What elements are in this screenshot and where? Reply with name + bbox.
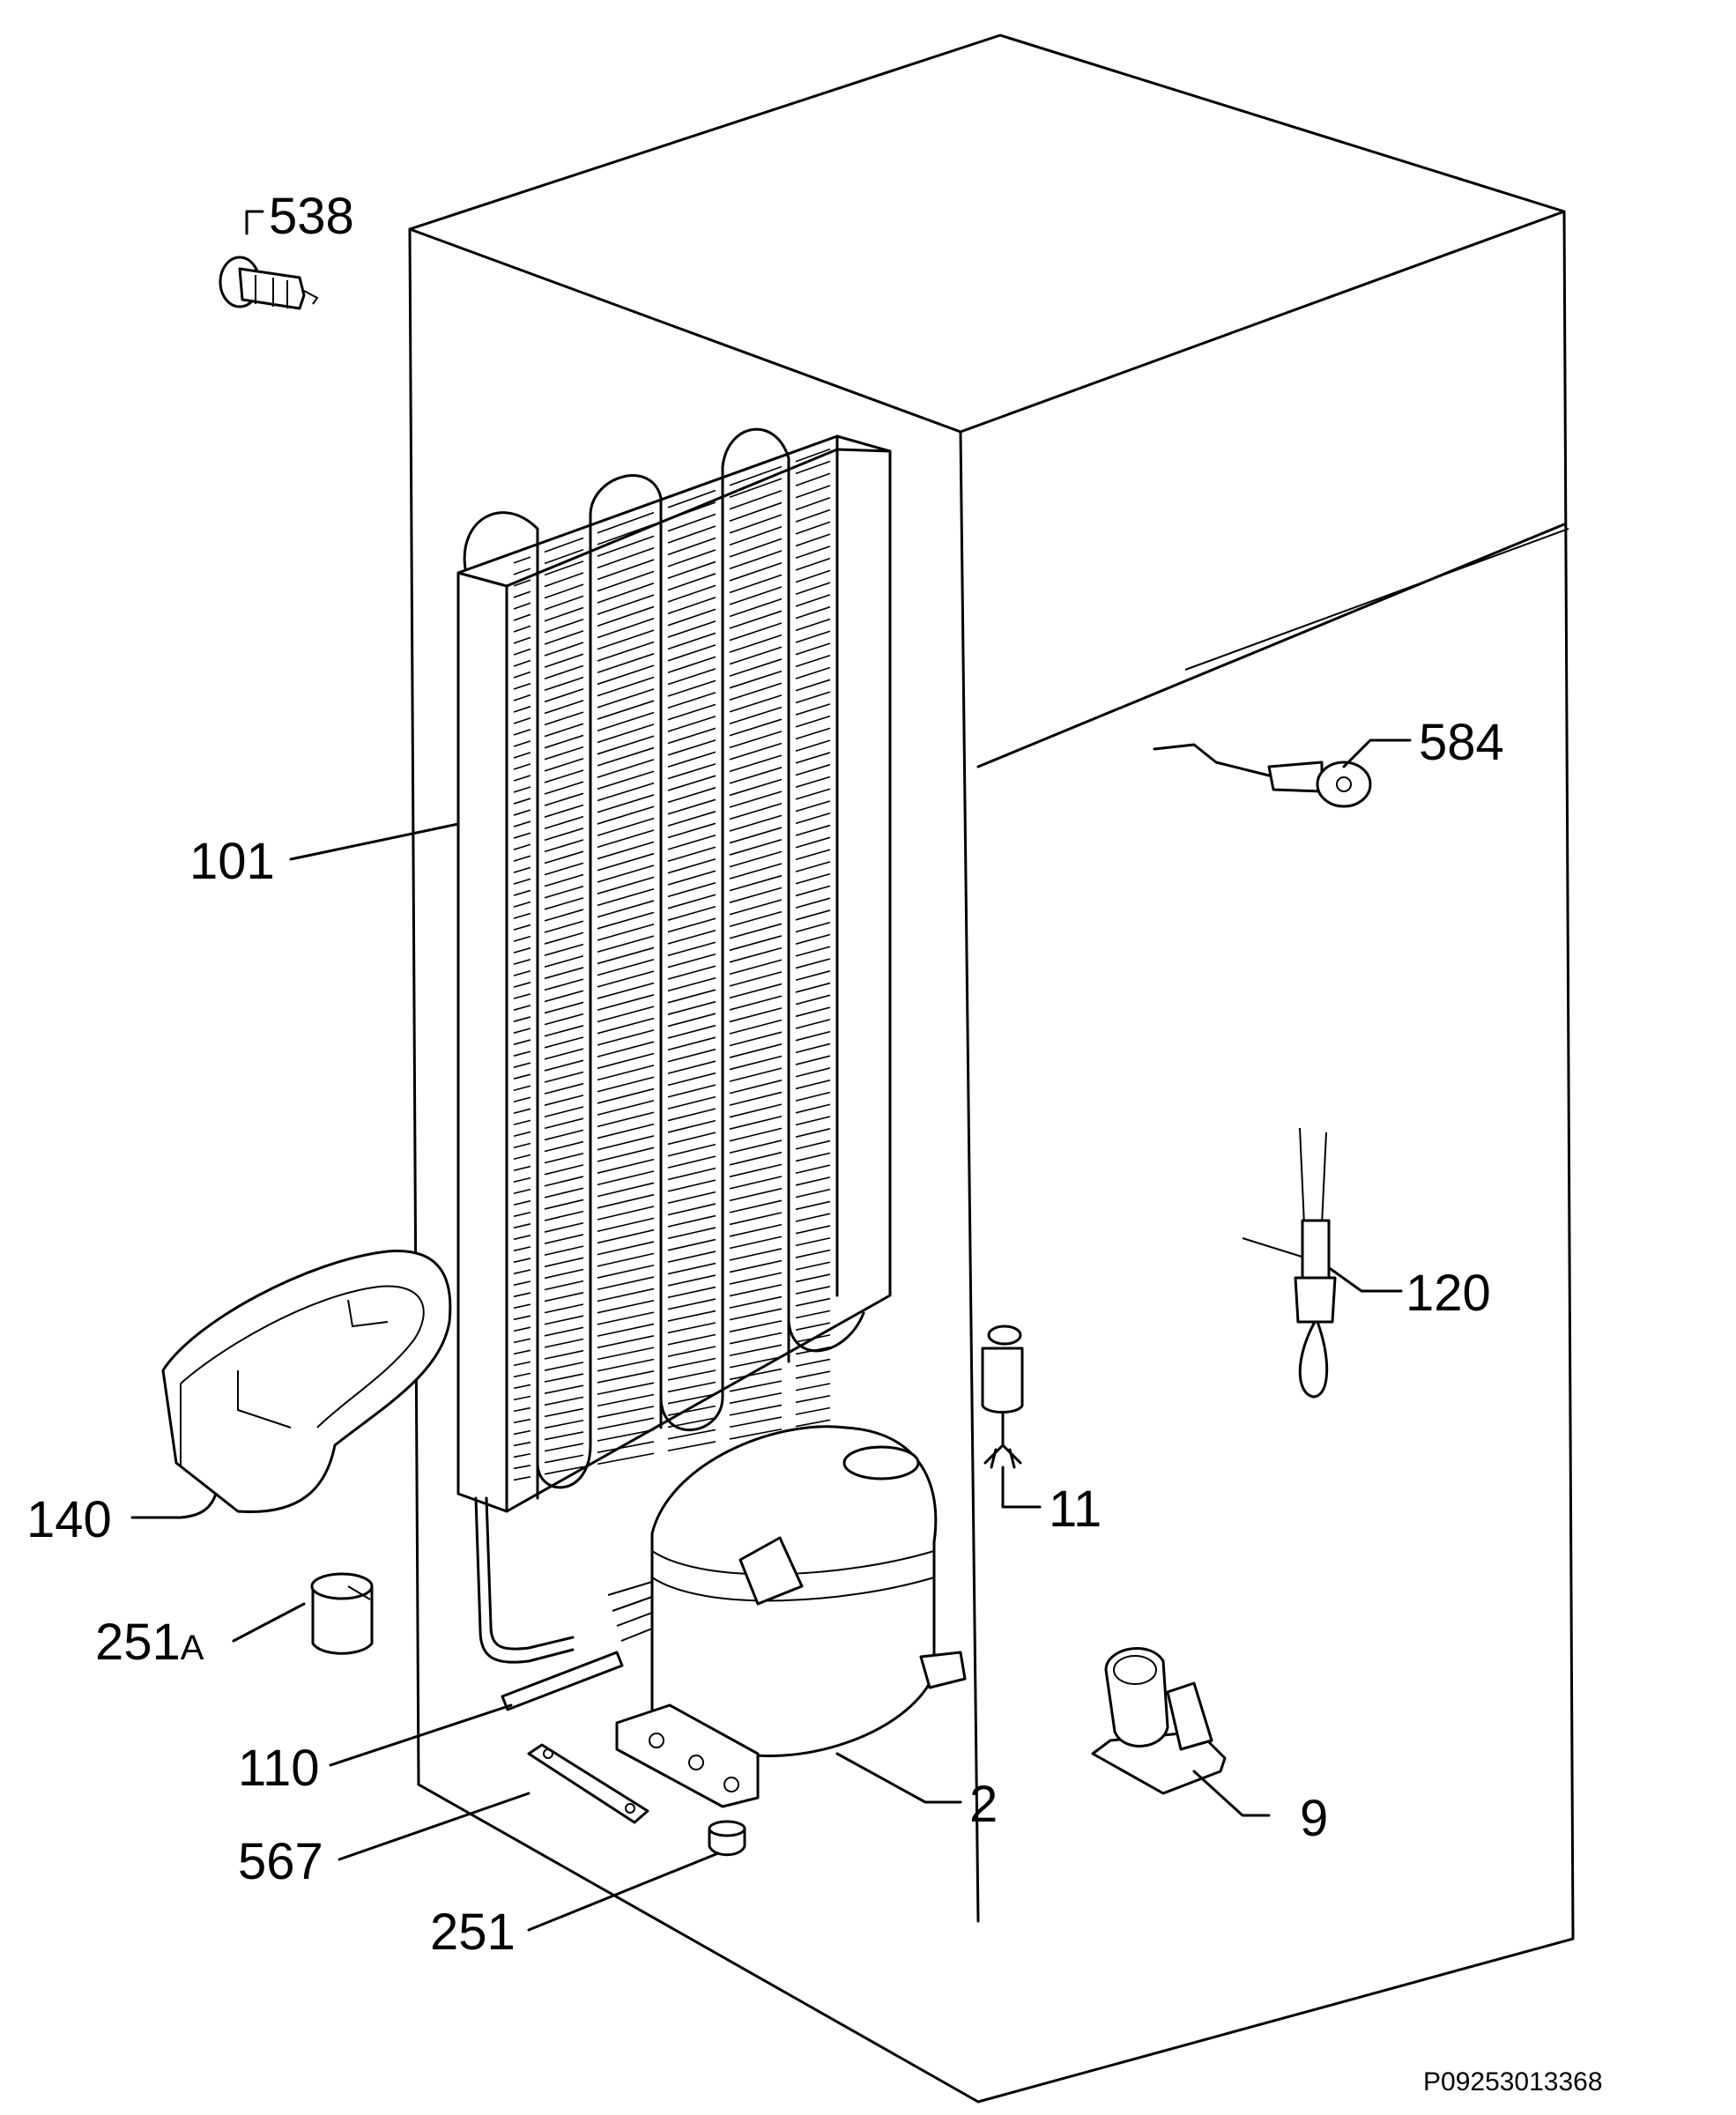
condenser-fins [513,448,831,1481]
callout-120: 120 [1406,1265,1491,1322]
leader-lines [130,210,1412,1932]
rubber-foot [708,1820,746,1857]
callout-2: 2 [969,1776,998,1833]
relay-holder [1091,1647,1227,1795]
callout-251a: 251A [95,1614,204,1671]
callout-101: 101 [189,833,275,890]
callout-538: 538 [269,188,354,245]
filter-drier [981,1325,1024,1469]
callout-567: 567 [238,1833,323,1890]
callout-140: 140 [26,1491,112,1548]
capillary-tube [501,1651,624,1711]
callout-251: 251 [430,1904,516,1961]
mounting-clip [219,256,319,310]
reference-code: P09253013368 [1423,2067,1603,2096]
bracket [527,1743,649,1824]
condenser [456,427,892,1664]
callout-11: 11 [1049,1480,1102,1538]
drip-tray [161,1250,452,1514]
heater-wire [1242,1127,1337,1399]
callout-9: 9 [1300,1790,1328,1847]
grommet [310,1572,374,1655]
callout-labels: 538 584 101 120 140 11 251A 110 2 9 567 … [26,188,1603,2096]
callout-110: 110 [238,1740,319,1797]
thermostat-sensor [1153,743,1372,808]
callout-584: 584 [1419,714,1504,771]
cabinet [408,33,1575,2104]
compressor [607,1425,967,1808]
